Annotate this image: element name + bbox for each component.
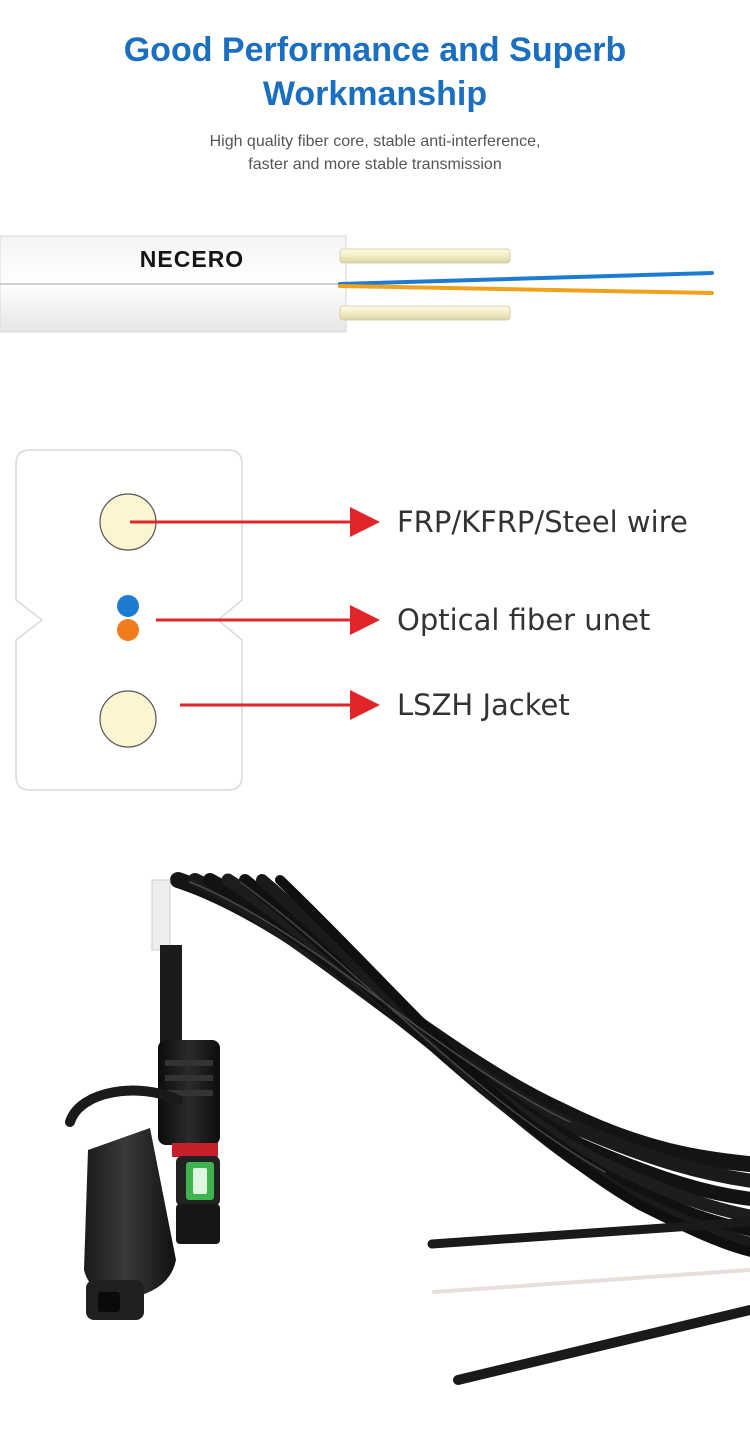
page-title: Good Performance and Superb Workmanship [0, 28, 750, 116]
black-cable-piece-bottom [453, 1305, 750, 1385]
dust-cap-strap [65, 1085, 183, 1127]
page-subtitle-line-2: faster and more stable transmission [248, 156, 502, 173]
label-optical-fiber: Optical fiber unet [397, 603, 650, 637]
black-cable-sleeve [160, 945, 182, 1050]
product-photo [65, 872, 750, 1385]
flat-cable-illustration: NECERO [0, 235, 714, 333]
label-lszh-jacket: LSZH Jacket [397, 688, 570, 722]
fiber-blue-dot [117, 595, 139, 617]
cable-brand-logo: NECERO [140, 246, 244, 272]
fiber-orange [338, 284, 714, 295]
fiber-orange-dot [117, 619, 139, 641]
cable-coil [170, 872, 750, 1257]
white-fiber-piece [432, 1268, 750, 1294]
strength-rod-bottom [339, 305, 511, 321]
dust-cap [84, 1128, 176, 1320]
page-subtitle-line-1: High quality fiber core, stable anti-int… [209, 133, 541, 150]
fiber-blue [338, 271, 714, 286]
page-title-line-1: Good Performance and Superb [123, 31, 627, 69]
page-subtitle: High quality fiber core, stable anti-int… [0, 130, 750, 176]
strength-member-bottom [99, 690, 157, 748]
waterproof-connector [158, 1040, 220, 1244]
page-title-line-2: Workmanship [262, 75, 488, 113]
white-cable [151, 879, 171, 951]
strength-rod-top [339, 248, 511, 264]
black-cable-piece-top [427, 1217, 750, 1249]
cable-cross-section-diagram: FRP/KFRP/Steel wire Optical fiber unet L… [15, 449, 688, 791]
label-strength-member: FRP/KFRP/Steel wire [397, 505, 688, 539]
